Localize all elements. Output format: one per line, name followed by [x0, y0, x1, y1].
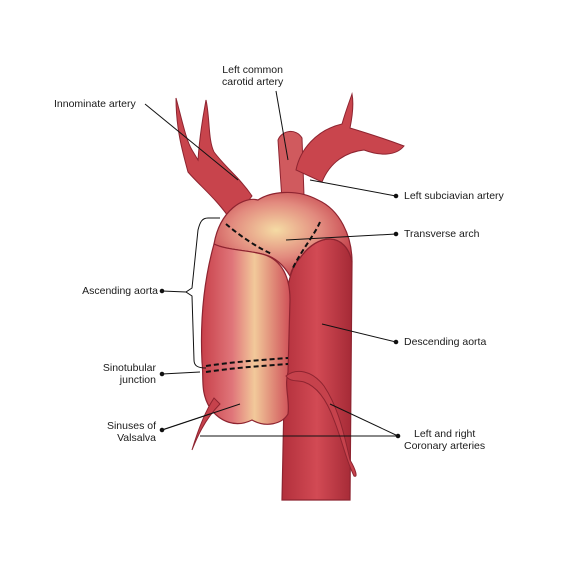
label-coronary-arteries: Left and right Coronary arteries [404, 428, 485, 452]
label-line: Innominate artery [54, 98, 136, 110]
label-line: Transverse arch [404, 228, 480, 240]
ascending-aorta-bracket [185, 217, 220, 369]
label-line: Left common [222, 64, 283, 76]
label-sinotubular-junction: Sinotubular junction [86, 362, 156, 386]
label-line: Descending aorta [404, 336, 487, 348]
label-line: Ascending aorta [82, 285, 158, 297]
label-left-common-carotid: Left common carotid artery [222, 64, 283, 88]
label-sinuses-of-valsalva: Sinuses of Valsalva [90, 420, 156, 444]
label-line: Coronary arteries [404, 440, 486, 452]
label-innominate-artery: Innominate artery [54, 98, 136, 110]
arch-distal-boundary-dashed [291, 221, 321, 271]
label-descending-aorta: Descending aorta [404, 336, 486, 348]
left-subclavian-shape [295, 92, 405, 183]
label-line: Sinuses of [106, 420, 156, 432]
label-left-subclavian: Left subciavian artery [404, 190, 504, 202]
descending-aorta-shape [281, 238, 353, 501]
label-transverse-arch: Transverse arch [404, 228, 479, 240]
label-line: Left and right [414, 428, 476, 440]
label-ascending-aorta: Ascending aorta [72, 285, 158, 297]
label-line: junction [119, 374, 156, 386]
right-coronary-shape [191, 397, 221, 451]
arch-boundary-dashed [225, 223, 273, 255]
label-line: Valsalva [117, 432, 156, 444]
sinotubular-line-lower [205, 363, 289, 373]
left-coronary-shape [285, 370, 357, 477]
ascending-aorta-shape [200, 243, 291, 425]
label-line: carotid artery [222, 76, 284, 88]
leader-lines [144, 90, 401, 439]
sinotubular-line-upper [205, 357, 289, 367]
label-line: Sinotubular [102, 362, 156, 374]
left-common-carotid-shape [277, 131, 305, 201]
label-line: Left subciavian artery [404, 190, 504, 202]
